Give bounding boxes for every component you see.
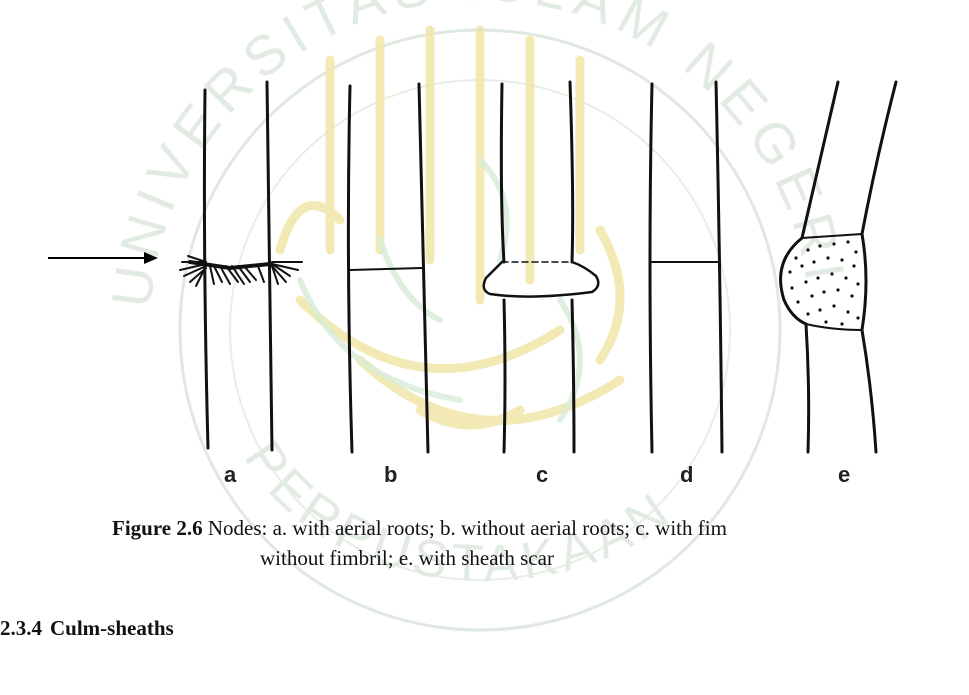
section-title: Culm-sheaths <box>50 616 174 640</box>
node-b-without-aerial-roots <box>348 84 428 452</box>
panel-label-a: a <box>224 462 236 488</box>
section-heading: 2.3.4 Culm-sheaths <box>0 616 174 641</box>
caption-line-1: Nodes: a. with aerial roots; b. without … <box>203 516 727 540</box>
node-e-sheath-scar <box>781 82 896 452</box>
node-a-aerial-roots <box>180 82 302 450</box>
caption-line-2: without fimbril; e. with sheath scar <box>112 543 969 573</box>
figure-number: Figure 2.6 <box>112 516 203 540</box>
nodes-illustration <box>0 0 969 500</box>
panel-label-b: b <box>384 462 397 488</box>
node-c-with-fimbril <box>484 82 599 452</box>
panel-label-e: e <box>838 462 850 488</box>
pointer-arrow <box>48 252 158 264</box>
figure-caption: Figure 2.6 Nodes: a. with aerial roots; … <box>112 513 969 573</box>
section-number: 2.3.4 <box>0 616 42 640</box>
panel-label-c: c <box>536 462 548 488</box>
node-d-without-fimbril <box>650 82 722 452</box>
panel-label-d: d <box>680 462 693 488</box>
